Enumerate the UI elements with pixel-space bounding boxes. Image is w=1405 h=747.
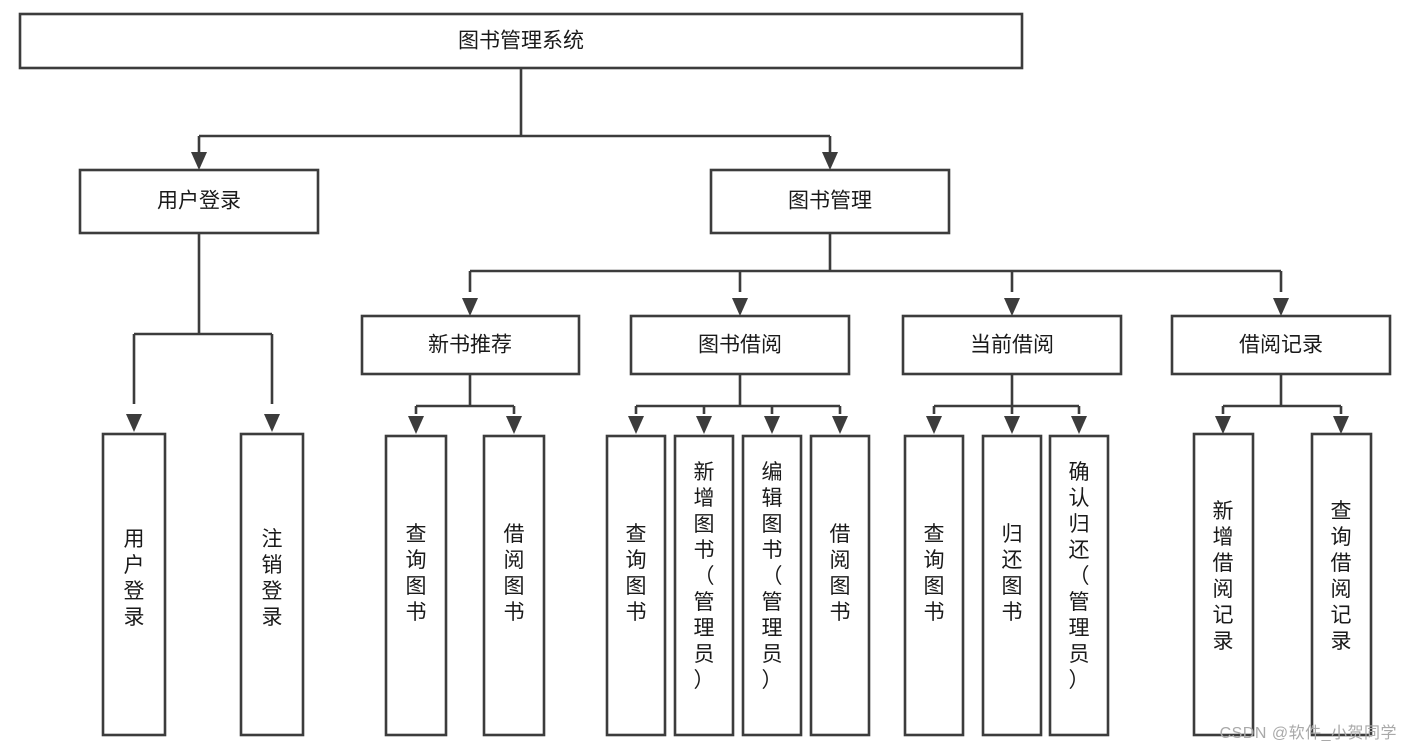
arrow-to-leaf-query-record-icon (1333, 416, 1349, 434)
arrow-to-leaf-borrow-book-2-icon (832, 416, 848, 434)
node-leaf-user-logout-label: 注销登录 (262, 528, 283, 629)
node-leaf-add-book-label: 新增图书（管理员） (694, 461, 715, 692)
arrow-to-book-borrow-icon (732, 298, 748, 316)
node-leaf-add-book-box[interactable] (673, 434, 735, 737)
node-leaf-borrow-book-2[interactable]: 借阅图书 (809, 434, 871, 737)
node-leaf-query-book-2-label: 查询图书 (626, 523, 647, 624)
node-leaf-query-book-1-label: 查询图书 (406, 523, 427, 624)
node-book-manage-label: 图书管理 (788, 190, 872, 213)
node-borrow-record[interactable]: 借阅记录 (1170, 314, 1392, 376)
connector-group (126, 68, 1349, 434)
arrow-to-leaf-user-logout-icon (264, 414, 280, 432)
node-leaf-edit-book[interactable]: 编辑图书（管理员） (741, 434, 803, 737)
node-root[interactable]: 图书管理系统 (18, 12, 1024, 70)
node-leaf-return-book-box[interactable] (981, 434, 1043, 737)
node-book-borrow[interactable]: 图书借阅 (629, 314, 851, 376)
node-leaf-borrow-book-1[interactable]: 借阅图书 (482, 434, 546, 737)
node-leaf-user-login-box[interactable] (101, 432, 167, 737)
arrow-to-new-book-icon (462, 298, 478, 316)
arrow-to-leaf-user-login-icon (126, 414, 142, 432)
node-current-borrow[interactable]: 当前借阅 (901, 314, 1123, 376)
arrow-to-leaf-edit-book-icon (764, 416, 780, 434)
node-leaf-borrow-book-1-label: 借阅图书 (504, 523, 525, 624)
arrow-to-leaf-confirm-return-icon (1071, 416, 1087, 434)
arrow-to-leaf-add-record-icon (1215, 416, 1231, 434)
node-user-login[interactable]: 用户登录 (78, 168, 320, 235)
node-leaf-confirm-return[interactable]: 确认归还（管理员） (1048, 434, 1110, 737)
node-user-login-label: 用户登录 (157, 190, 241, 213)
node-leaf-add-record-box[interactable] (1192, 432, 1255, 737)
node-leaf-query-book-3-label: 查询图书 (924, 523, 945, 624)
arrow-to-leaf-query-book-1-icon (408, 416, 424, 434)
node-leaf-query-book-1[interactable]: 查询图书 (384, 434, 448, 737)
node-new-book-recommend-label: 新书推荐 (428, 334, 512, 357)
node-leaf-query-book-2[interactable]: 查询图书 (605, 434, 667, 737)
node-leaf-user-logout[interactable]: 注销登录 (239, 432, 305, 737)
node-leaf-edit-book-label: 编辑图书（管理员） (762, 461, 783, 692)
node-leaf-add-record[interactable]: 新增借阅记录 (1192, 432, 1255, 737)
arrow-to-book-manage-icon (822, 152, 838, 170)
node-book-manage-box[interactable] (709, 168, 951, 235)
node-new-book-recommend-box[interactable] (360, 314, 581, 376)
node-borrow-record-label: 借阅记录 (1239, 334, 1323, 357)
node-leaf-user-login-label: 用户登录 (124, 528, 145, 629)
node-leaf-borrow-book-2-label: 借阅图书 (830, 523, 851, 624)
node-book-borrow-label: 图书借阅 (698, 334, 782, 357)
node-leaf-return-book[interactable]: 归还图书 (981, 434, 1043, 737)
node-new-book-recommend[interactable]: 新书推荐 (360, 314, 581, 376)
arrow-to-leaf-query-book-3-icon (926, 416, 942, 434)
node-current-borrow-label: 当前借阅 (970, 334, 1054, 357)
node-borrow-record-box[interactable] (1170, 314, 1392, 376)
arrow-to-current-borrow-icon (1004, 298, 1020, 316)
node-leaf-confirm-return-box[interactable] (1048, 434, 1110, 737)
node-leaf-add-book[interactable]: 新增图书（管理员） (673, 434, 735, 737)
node-leaf-query-book-3-box[interactable] (903, 434, 965, 737)
arrow-to-user-login-icon (191, 152, 207, 170)
node-leaf-query-book-1-box[interactable] (384, 434, 448, 737)
node-user-login-box[interactable] (78, 168, 320, 235)
node-leaf-confirm-return-label: 确认归还（管理员） (1069, 461, 1090, 692)
node-leaf-borrow-book-2-box[interactable] (809, 434, 871, 737)
node-leaf-user-logout-box[interactable] (239, 432, 305, 737)
node-leaf-borrow-book-1-box[interactable] (482, 434, 546, 737)
node-leaf-query-record[interactable]: 查询借阅记录 (1310, 432, 1373, 737)
node-leaf-query-book-2-box[interactable] (605, 434, 667, 737)
node-root-box[interactable] (18, 12, 1024, 70)
node-book-manage[interactable]: 图书管理 (709, 168, 951, 235)
arrow-to-leaf-borrow-book-1-icon (506, 416, 522, 434)
node-leaf-return-book-label: 归还图书 (1002, 523, 1023, 624)
node-leaf-add-record-label: 新增借阅记录 (1213, 500, 1234, 653)
arrow-to-leaf-query-book-2-icon (628, 416, 644, 434)
node-leaf-query-record-label: 查询借阅记录 (1331, 500, 1352, 653)
node-leaf-query-record-box[interactable] (1310, 432, 1373, 737)
node-root-label: 图书管理系统 (458, 30, 584, 53)
node-current-borrow-box[interactable] (901, 314, 1123, 376)
watermark: CSDN @软件_小贺同学 (1219, 725, 1397, 742)
arrow-to-leaf-add-book-icon (696, 416, 712, 434)
node-book-borrow-box[interactable] (629, 314, 851, 376)
node-leaf-user-login[interactable]: 用户登录 (101, 432, 167, 737)
arrow-to-borrow-record-icon (1273, 298, 1289, 316)
arrow-to-leaf-return-book-icon (1004, 416, 1020, 434)
node-leaf-edit-book-box[interactable] (741, 434, 803, 737)
node-leaf-query-book-3[interactable]: 查询图书 (903, 434, 965, 737)
